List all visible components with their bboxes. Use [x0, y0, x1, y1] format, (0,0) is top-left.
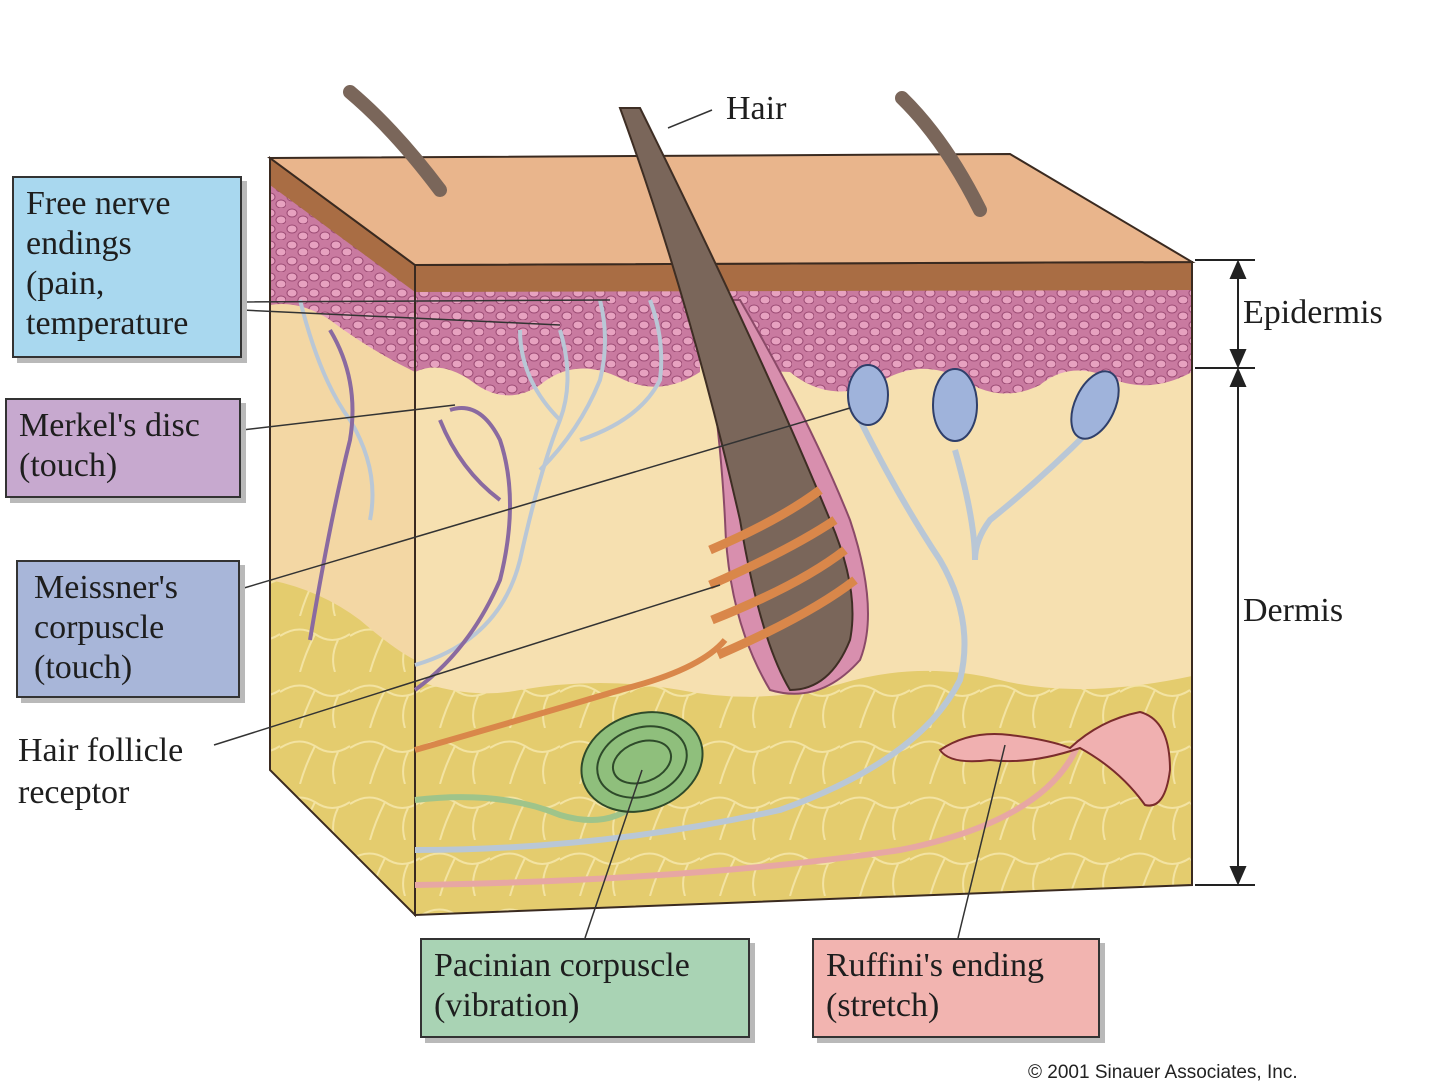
- ruffini-ending: [414, 710, 1172, 888]
- label-ruffinis-ending: Ruffini's ending (stretch): [812, 938, 1100, 1038]
- copyright-notice: © 2001 Sinauer Associates, Inc.: [1028, 1062, 1298, 1083]
- hair-shafts: [343, 85, 987, 217]
- label-dermis: Dermis: [1243, 592, 1344, 629]
- label-meissners-corpuscle: Meissner's corpuscle (touch): [16, 560, 240, 698]
- label-epidermis: Epidermis: [1243, 294, 1383, 331]
- pacinian-corpuscle: [414, 711, 704, 823]
- skin-surface-top: [266, 152, 1196, 267]
- label-hair-follicle-receptor: Hair follicle receptor: [18, 732, 184, 811]
- hair-follicle-receptor-nerve: [414, 638, 728, 753]
- hair-follicle: [618, 107, 869, 695]
- label-pacinian-corpuscle: Pacinian corpuscle (vibration): [420, 938, 750, 1038]
- skin-block-side-face: [269, 156, 416, 918]
- hair-follicle-receptor-rings: [708, 486, 858, 660]
- merkel-disc-nerves: [308, 328, 512, 692]
- label-free-nerve-endings: Free nerve endings (pain, temperature: [12, 176, 242, 358]
- layer-brackets: [1195, 259, 1255, 886]
- leader-lines: [213, 109, 1006, 939]
- label-hair: Hair: [726, 90, 787, 127]
- label-merkels-disc: Merkel's disc (touch): [5, 398, 241, 498]
- meissner-corpuscles: [414, 364, 1120, 853]
- free-nerve-endings: [298, 299, 664, 667]
